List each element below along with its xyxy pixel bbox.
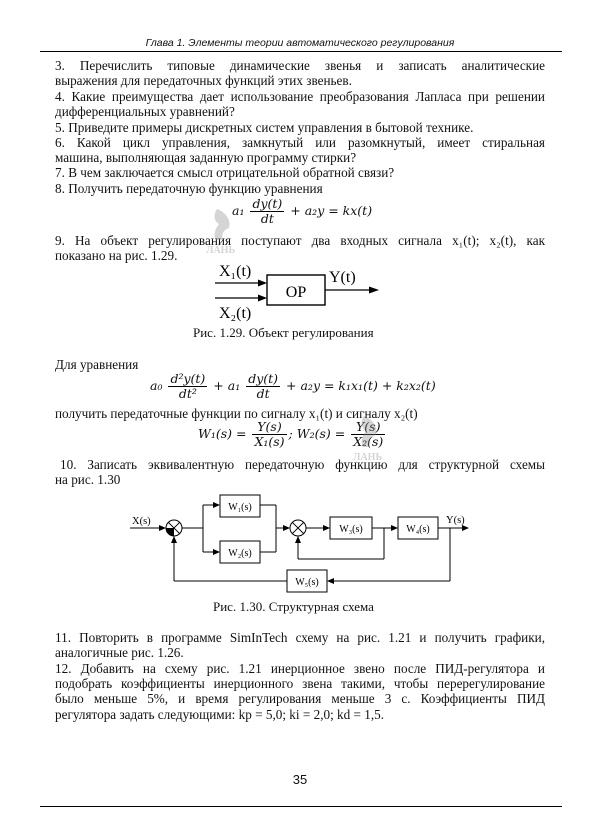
question-11-line-1: 11. Повторить в программе SimInTech схем…: [55, 630, 545, 645]
question-12-line-2: подобрать коэффициенты инерционного звен…: [55, 676, 545, 691]
fraction: dy(t)dt: [246, 371, 281, 401]
y-label: Y(t): [329, 269, 356, 286]
x1-arrowhead: [258, 279, 267, 287]
w1-block: [219, 494, 261, 518]
footer-rule: [40, 806, 562, 807]
w1-block-label: W₁(s): [228, 502, 251, 513]
separator: ;: [288, 426, 293, 441]
get-transfer-functions: получить передаточные функции по сигналу…: [55, 406, 418, 421]
formula-coef: a₁: [232, 203, 245, 218]
question-3-line-2: выражения для передаточных функций этих …: [55, 73, 352, 88]
publisher-watermark-logo: ЛАНЬ: [203, 205, 245, 262]
question-9-line-2: показано на рис. 1.29.: [55, 248, 178, 263]
page-number: 35: [292, 772, 308, 787]
fraction-den: X₂(s): [351, 435, 385, 449]
figure-1-30-caption: Рис. 1.30. Структурная схема: [213, 599, 374, 614]
question-4-line-2: дифференциальных уравнений?: [55, 104, 235, 119]
x2-arrowhead: [258, 294, 267, 302]
question-12-line-4: регулятора задать следующими: kp = 5,0; …: [55, 707, 385, 722]
w4-block-label: W₄(s): [406, 524, 429, 535]
y-arrowhead: [369, 286, 379, 294]
for-equation: Для уравнения: [55, 357, 139, 372]
question-12-line-1: 12. Добавить на схему рис. 1.21 инерцион…: [55, 661, 545, 676]
question-7: 7. В чем заключается смысл отрицательной…: [55, 165, 395, 180]
figure-1-30: X(s) W₁(s) W₂(s) W₃(s) W₄(s) Y(s) W₅(s): [130, 494, 469, 593]
fraction-den: X₁(s): [254, 434, 285, 449]
w2-block-label: W₂(s): [228, 548, 251, 559]
fraction-num: Y(s): [351, 420, 386, 435]
formula-rest: + a₂y = kx(t): [290, 203, 373, 218]
w3-block-label: W₃(s): [339, 524, 362, 535]
w2-label: W₂(s) =: [296, 426, 346, 441]
svg-text:ЛАНЬ: ЛАНЬ: [353, 452, 382, 463]
question-4-line-1: 4. Какие преимущества дает использование…: [55, 89, 545, 104]
formula-coef: + a₁: [213, 378, 241, 393]
fraction-den: dt: [256, 386, 270, 401]
fraction: Y(s)X₂(s): [351, 420, 386, 449]
question-12-line-3: было меньше 5%, и время регулирования ме…: [55, 691, 545, 706]
question-5: 5. Приведите примеры дискретных систем у…: [55, 120, 474, 135]
input-label: X(s): [132, 516, 151, 527]
fraction: dy(t)dt: [250, 196, 285, 226]
svg-text:ЛАНЬ: ЛАНЬ: [206, 245, 235, 256]
question-6-line-1: 6. Какой цикл управления, замкнутый или …: [55, 135, 545, 150]
figure-1-29-caption: Рис. 1.29. Объект регулирования: [193, 325, 374, 340]
question-10-line-2: на рис. 1.30: [55, 472, 121, 487]
running-header: Глава 1. Элементы теории автоматического…: [145, 37, 455, 49]
formula-equation: a₀ d²y(t)dt² + a₁ dy(t)dt + a₂y = k₁x₁(t…: [150, 372, 436, 401]
fraction-num: Y(s): [252, 420, 287, 435]
fraction: d²y(t)dt²: [168, 371, 208, 401]
w1-label: W₁(s) =: [198, 426, 247, 441]
fraction-num: dy(t): [250, 196, 285, 212]
fraction-num: d²y(t): [168, 371, 208, 387]
figure-1-29: OP X₁(t) X₂(t) Y(t): [215, 263, 379, 322]
x1-label: X₁(t): [219, 263, 251, 280]
formula-coef: a₀: [150, 378, 163, 393]
object-block-label: OP: [286, 284, 307, 301]
publisher-watermark-logo: ЛАНЬ: [350, 412, 392, 469]
formula-rest: + a₂y = k₁x₁(t) + k₂x₂(t): [286, 378, 436, 393]
question-11-line-2: аналогичные рис. 1.26.: [55, 645, 184, 660]
fraction-den: dt: [260, 211, 274, 226]
question-10-line-1: 10. Записать эквивалентную передаточную …: [60, 457, 545, 472]
fraction: Y(s)X₁(s): [252, 420, 287, 449]
question-9-line-1: 9. На объект регулирования поступают два…: [55, 233, 545, 248]
output-label: Y(s): [446, 515, 465, 526]
question-8: 8. Получить передаточную функцию уравнен…: [55, 181, 323, 196]
question-6-line-2: машина, выполняющая заданную программу с…: [55, 150, 357, 165]
w5-block-label: W₅(s): [295, 577, 318, 588]
fraction-den: dt²: [178, 386, 197, 401]
x2-label: X₂(t): [219, 305, 251, 322]
header-rule: [40, 51, 562, 52]
question-3-line-1: 3. Перечислить типовые динамические звен…: [55, 58, 545, 73]
formula-transfer-functions: W₁(s) = Y(s)X₁(s); W₂(s) = Y(s)X₂(s): [198, 420, 387, 449]
formula-question-8: a₁ dy(t)dt + a₂y = kx(t): [232, 197, 372, 226]
fraction-num: dy(t): [246, 371, 281, 387]
